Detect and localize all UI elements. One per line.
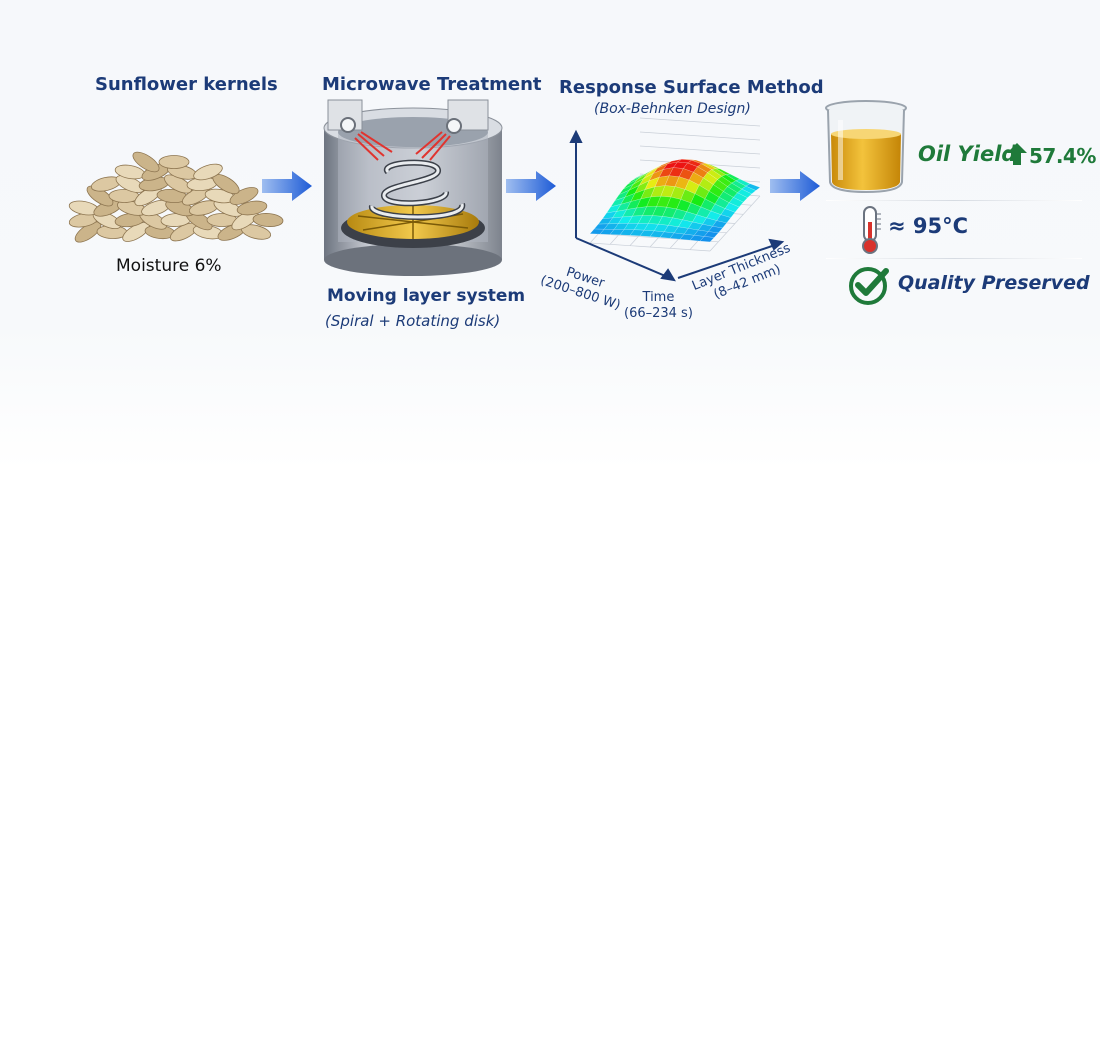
divider [826, 258, 1082, 259]
oil-yield-value: 57.4% [1029, 144, 1096, 168]
surface-plot-icon [569, 117, 785, 282]
seeds-icon [68, 151, 284, 243]
divider [826, 200, 1082, 201]
axis-time: Time (66–234 s) [624, 290, 693, 322]
temperature-value: ≈ 95°C [888, 214, 969, 238]
axis-time-range: (66–234 s) [624, 306, 693, 321]
stage1-title: Sunflower kernels [95, 74, 278, 95]
moving-layer-subcaption: (Spiral + Rotating disk) [325, 312, 501, 330]
thermometer-icon [862, 206, 881, 254]
moisture-caption: Moisture 6% [116, 256, 222, 276]
checkmark-icon [849, 267, 889, 305]
quality-label: Quality Preserved [898, 272, 1090, 294]
stage3-title: Response Surface Method [559, 77, 824, 98]
flow-arrow-icon [506, 171, 556, 201]
microwave-icon [323, 99, 503, 276]
stage3-subtitle: (Box-Behnken Design) [594, 101, 751, 117]
flow-arrow-icon [262, 171, 312, 201]
beaker-oil-icon [825, 100, 907, 194]
axis-time-label: Time [642, 290, 675, 305]
arrow-up-icon [1007, 143, 1027, 165]
moving-layer-caption: Moving layer system [327, 286, 526, 306]
stage2-title: Microwave Treatment [322, 74, 542, 95]
oil-yield-label: Oil Yield [918, 142, 1017, 166]
flow-arrow-icon [770, 171, 820, 201]
